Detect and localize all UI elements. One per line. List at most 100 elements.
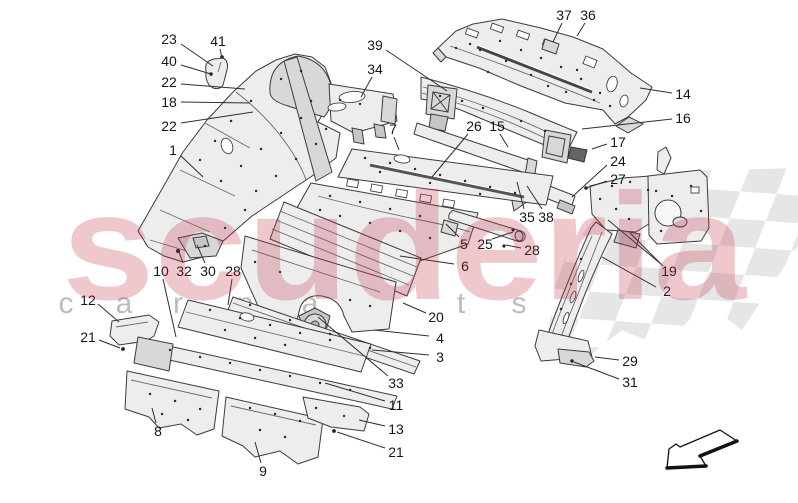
ribbed-floor-strips [269,201,422,297]
floor-side-panel [337,148,554,206]
callout-26: 26 [466,118,482,134]
leader-line-25 [491,231,514,240]
leader-line-7 [393,136,400,151]
callout-33: 33 [388,375,404,391]
callout-15: 15 [489,118,505,134]
leader-line-10 [162,278,177,338]
callout-17: 17 [610,134,626,150]
callout-1: 1 [169,142,177,158]
leader-line-9 [254,441,262,464]
leader-line-11 [324,382,386,402]
watermark-letter: s [512,287,527,320]
callout-29: 29 [622,353,638,369]
leader-line-5 [445,223,460,238]
fastener-dots [148,39,703,439]
leader-line-18 [180,101,251,104]
callout-18: 18 [161,94,177,110]
callout-6: 6 [461,258,469,274]
leader-line-28 [227,278,233,306]
leader-line-4 [373,329,430,337]
leader-line-32 [177,248,184,264]
callout-19: 19 [661,263,677,279]
leader-line-39 [385,49,448,92]
callout-28: 28 [225,263,241,279]
callout-40: 40 [161,53,177,69]
leader-line-14 [639,87,673,94]
callout-25: 25 [477,236,493,252]
callout-39: 39 [367,37,383,53]
leader-line-15 [499,133,509,148]
direction-arrow-icon [665,429,739,470]
leader-line-16 [581,118,673,130]
leader-line-22 [180,111,254,124]
leader-line-41 [219,48,223,59]
leader-line-27 [585,180,608,189]
leader-line-23 [180,43,214,67]
callout-3: 3 [436,349,444,365]
callout-7: 7 [389,121,397,137]
callout-27: 27 [610,171,626,187]
technical-drawing [109,18,710,465]
callout-16: 16 [675,110,691,126]
leader-line-21 [336,431,386,449]
callout-36: 36 [580,7,596,23]
callout-22: 22 [161,74,177,90]
watermark-letter: a [116,287,133,320]
assembly-quarter-right [534,146,710,368]
leader-line-24 [571,164,608,198]
leader-line-33 [317,316,389,377]
callout-23: 23 [161,31,177,47]
callout-22: 22 [161,118,177,134]
callout-21: 21 [388,444,404,460]
leader-line-40 [180,64,212,75]
callout-5: 5 [460,236,468,252]
callout-2: 2 [663,283,671,299]
leader-line-36 [576,22,586,37]
leader-line-21 [98,339,121,349]
callout-8: 8 [154,423,162,439]
leader-line-17 [591,143,608,150]
leader-line-34 [360,76,373,98]
callout-10: 10 [153,263,169,279]
callout-21: 21 [80,329,96,345]
callout-41: 41 [210,33,226,49]
watermark-letter: c [59,287,74,320]
leader-line-30 [196,244,206,264]
leader-line-38 [526,185,543,210]
leader-line-35 [516,181,525,210]
leader-line-19 [607,219,662,265]
callout-13: 13 [388,421,404,437]
leader-line-extra [629,232,664,267]
bumper-beam [420,76,588,164]
panel-rear-shelf [432,18,653,134]
watermark-letter: r [173,287,183,320]
assembly-wheelhouse-left [137,53,398,263]
callout-34: 34 [367,61,383,77]
leader-line-22 [180,83,246,90]
leader-line-20 [402,302,427,314]
leader-line-12 [97,303,120,323]
callout-32: 32 [176,263,192,279]
leader-line-1 [180,155,204,178]
callout-11: 11 [389,397,404,413]
callout-24: 24 [610,153,626,169]
leader-line-28 [505,244,522,249]
callout-4: 4 [436,330,444,346]
leader-line-26 [431,133,469,178]
callout-30: 30 [200,263,216,279]
watermark-brand: scuderia [62,162,748,332]
callout-20: 20 [428,309,444,325]
leader-line-31 [573,361,620,380]
callout-37: 37 [556,7,572,23]
leader-line-13 [358,419,386,427]
leader-line-3 [371,349,430,356]
callout-28: 28 [524,242,540,258]
leader-line-37 [552,22,563,43]
callout-14: 14 [675,86,691,102]
leader-line-8 [151,407,157,424]
leader-line-6 [399,255,455,265]
leader-line-2 [601,256,657,288]
callout-38: 38 [538,209,554,225]
